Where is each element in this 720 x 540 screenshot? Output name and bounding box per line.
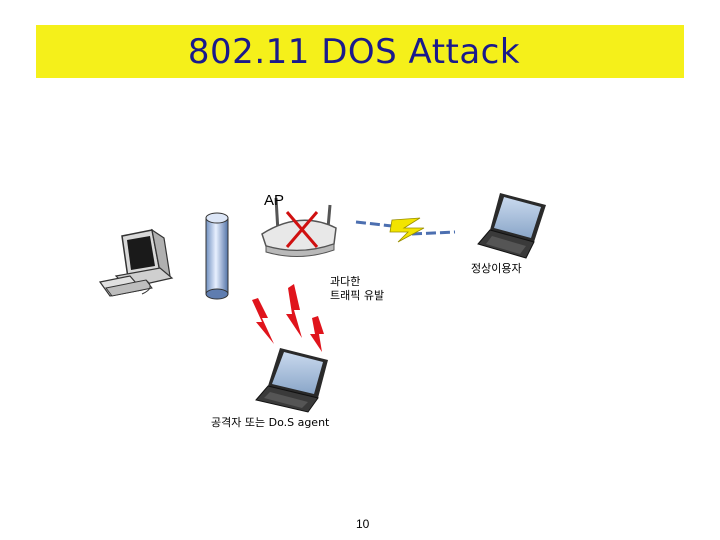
- title-bar: 802.11 DOS Attack: [36, 25, 684, 78]
- wireless-signal-icon: [355, 217, 456, 243]
- page-number: 10: [356, 517, 370, 531]
- traffic-label: 과다한 트래픽 유발: [330, 275, 384, 303]
- access-point-icon: [261, 197, 337, 258]
- lightning-bolt-icon: [286, 284, 302, 338]
- slide-title: 802.11 DOS Attack: [187, 31, 521, 72]
- normal-user-label: 정상이용자: [471, 262, 522, 275]
- desktop-computer-icon: [98, 228, 174, 297]
- ap-label: AP: [264, 192, 285, 209]
- cross-mark-icon: [285, 211, 319, 248]
- attacker-label: 공격자 또는 Do.S agent: [211, 416, 330, 429]
- lightning-bolt-icon: [252, 298, 274, 344]
- traffic-label-line1: 과다한: [330, 275, 361, 288]
- laptop-icon: [477, 193, 546, 259]
- network-pipe-icon: [205, 212, 229, 300]
- laptop-icon: [255, 348, 328, 413]
- lightning-bolt-icon: [310, 316, 324, 352]
- traffic-label-line2: 트래픽 유발: [330, 289, 385, 302]
